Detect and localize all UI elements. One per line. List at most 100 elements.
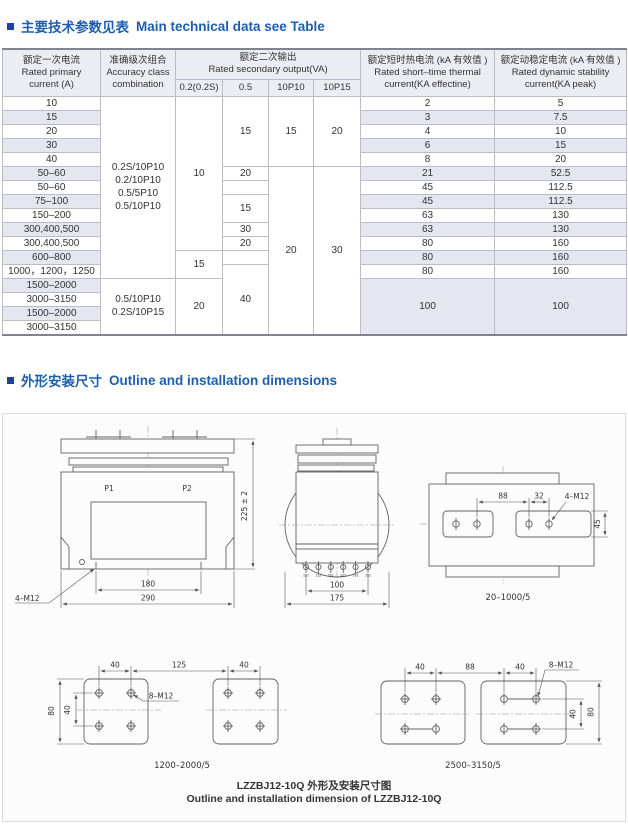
table-cell: 20 (2, 123, 101, 139)
dim-right: 40 (239, 661, 249, 670)
table-cell: 15 (268, 95, 314, 167)
table-cell: 15 (494, 137, 628, 153)
section-title-zh: 主要技术参数见表 (21, 20, 129, 35)
thread-label: 8–M12 (149, 692, 174, 701)
dim-v-hole: 40 (569, 709, 578, 719)
dim-center: 88 (465, 663, 475, 672)
table-cell: 10 (494, 123, 628, 139)
table-cell: 45 (360, 193, 496, 209)
mount-view-large-drawing: 40 88 40 8–M12 40 80 2500–3150/5 (375, 661, 602, 771)
table-cell: 45 (360, 179, 496, 195)
drawing-caption: 1200–2000/5 (154, 761, 210, 771)
table-cell: 50–60 (2, 179, 101, 195)
table-cell: 160 (494, 235, 628, 251)
table-cell: 300,400,500 (2, 235, 101, 251)
table-cell: 50–60 (2, 165, 101, 181)
square-bullet-icon (7, 376, 14, 384)
dim-height: 225 ± 2 (240, 491, 249, 521)
table-cell: 30 (312, 165, 362, 335)
drawing-caption: 2500–3150/5 (445, 761, 501, 771)
table-cell: 10P15 (312, 78, 362, 97)
table-cell: 10 (2, 95, 101, 111)
figure-caption-zh: LZZBJ12-10Q 外形及安装尺寸图 (236, 780, 392, 792)
table-cell: 15 (175, 249, 223, 279)
table-cell: 3000–3150 (2, 291, 101, 307)
thread-label: 8–M12 (549, 661, 574, 670)
thread-label: 4–M12 (565, 492, 590, 501)
dim-terminal-span: 100 (330, 581, 345, 590)
table-cell: 150–200 (2, 207, 101, 223)
table-row: 1500–2000 (2, 305, 627, 321)
dim-hole-span: 88 (498, 492, 508, 501)
terminal-tag: 2S2 (340, 574, 346, 578)
section-title-zh: 外形安装尺寸 (21, 374, 102, 389)
table-cell: 75–100 (2, 193, 101, 209)
table-cell: 10 (175, 95, 223, 251)
table-cell: 112.5 (494, 193, 628, 209)
table-cell: 0.5 (222, 78, 269, 97)
table-cell: 30 (222, 221, 269, 237)
section-title-outline: 外形安装尺寸 Outline and installation dimensio… (7, 370, 337, 390)
dim-v-total: 80 (587, 707, 596, 717)
terminal-tag: 1S2 (315, 574, 321, 578)
table-cell: 80 (360, 235, 496, 251)
dim-v-total: 80 (47, 706, 56, 716)
table-cell: 130 (494, 221, 628, 237)
table-cell: 6 (360, 137, 496, 153)
table-cell: 3000–3150 (2, 319, 101, 335)
terminal-label-p1: P1 (104, 484, 114, 493)
table-cell: 20 (222, 165, 269, 181)
table-cell: 20 (312, 95, 362, 167)
table-cell: 7.5 (494, 109, 628, 125)
table-cell (222, 249, 269, 265)
table-cell: 8 (360, 151, 496, 167)
outline-drawings: P1 P2 225 ± 2 180 290 4–M12 (15, 426, 608, 771)
table-cell: 100 (494, 277, 628, 335)
table-cell: 80 (360, 263, 496, 279)
table-cell: 160 (494, 249, 628, 265)
table-cell: 15 (222, 95, 269, 167)
terminal-tag: 3S1 (353, 574, 359, 578)
table-cell: 130 (494, 207, 628, 223)
table-cell (222, 179, 269, 195)
table-cell: 30 (2, 137, 101, 153)
dim-vertical: 45 (593, 519, 602, 529)
table-cell: 600–800 (2, 249, 101, 265)
table-cell: 80 (360, 249, 496, 265)
section-title-technical-data: 主要技术参数见表 Main technical data see Table (7, 16, 325, 36)
dim-window: 180 (141, 580, 156, 589)
dim-depth: 175 (330, 594, 345, 603)
table-cell: 5 (494, 95, 628, 111)
dim-right: 40 (515, 663, 525, 672)
table-cell: 21 (360, 165, 496, 181)
terminal-label-p2: P2 (182, 484, 192, 493)
table-cell: 1500–2000 (2, 305, 101, 321)
table-cell: 1000，1200，1250 (2, 263, 101, 279)
dim-v-hole: 40 (63, 705, 72, 715)
drawing-caption: 20–1000/5 (486, 593, 531, 603)
figure-caption: LZZBJ12-10Q 外形及安装尺寸图 Outline and install… (3, 780, 625, 806)
mount-view-medium-drawing: 40 125 40 80 40 8–M12 1200–2000/5 (47, 661, 287, 771)
table-cell: 4 (360, 123, 496, 139)
table-cell: 2 (360, 95, 496, 111)
dim-left: 40 (415, 663, 425, 672)
table-cell: 20 (175, 277, 223, 335)
table-cell: 100 (360, 277, 496, 335)
outline-drawings-panel: P1 P2 225 ± 2 180 290 4–M12 (2, 413, 626, 822)
dim-left: 40 (110, 661, 120, 670)
table-cell: 40 (222, 263, 269, 335)
